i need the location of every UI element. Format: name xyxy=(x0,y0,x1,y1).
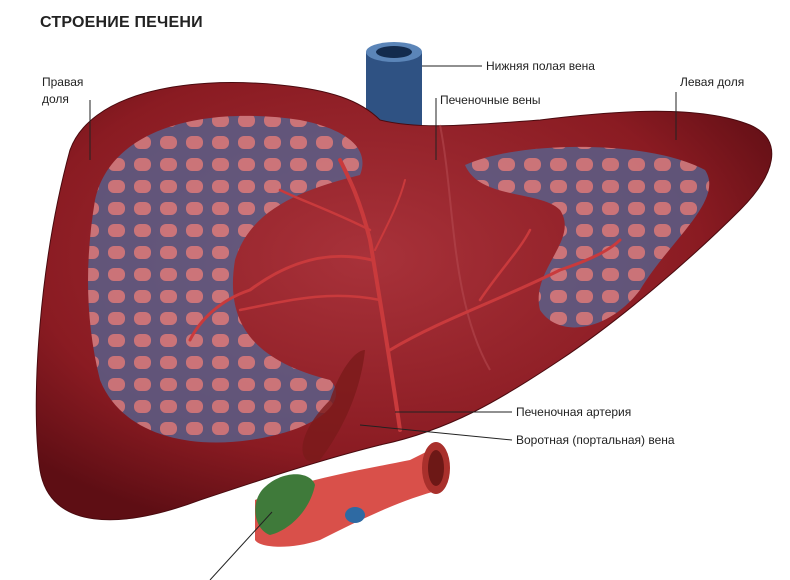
label-hepatic-artery: Печеночная артерия xyxy=(516,405,632,419)
label-right-lobe: Правая доля xyxy=(42,74,83,108)
label-right-lobe-line2: доля xyxy=(42,92,69,106)
page-title: СТРОЕНИЕ ПЕЧЕНИ xyxy=(40,14,203,31)
label-right-lobe-line1: Правая xyxy=(42,75,84,89)
label-portal-vein: Воротная (портальная) вена xyxy=(516,433,675,447)
label-ivc: Нижняя полая вена xyxy=(486,59,595,73)
right-lobe-vein-network xyxy=(88,115,363,443)
label-hepatic-veins: Печеночные вены xyxy=(440,93,541,107)
gallbladder xyxy=(255,474,315,535)
hepatic-artery-branches xyxy=(188,158,622,432)
leader-lines xyxy=(89,65,677,580)
left-lobe-vein-network xyxy=(465,146,710,328)
portal-vein xyxy=(255,442,450,547)
label-left-lobe: Левая доля xyxy=(680,75,745,89)
